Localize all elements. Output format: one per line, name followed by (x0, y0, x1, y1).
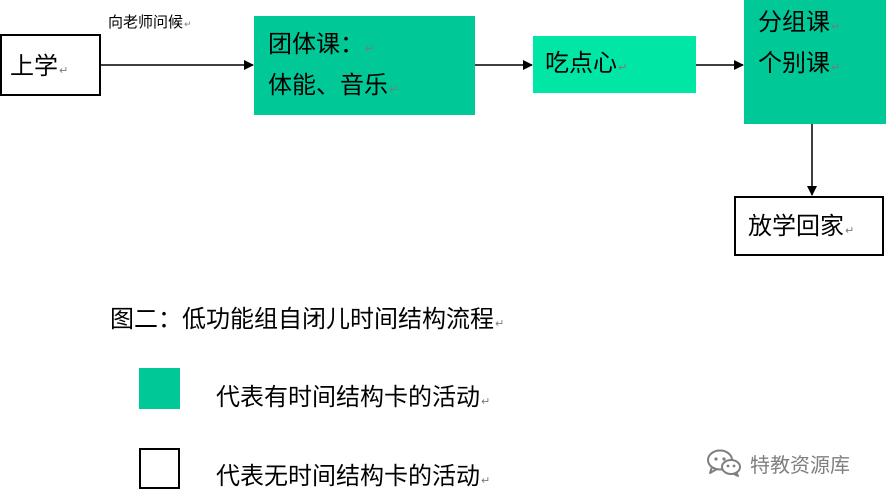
paragraph-mark: ↵ (59, 64, 69, 77)
node-group-class-line1: 团体课： (268, 30, 364, 58)
paragraph-mark: ↵ (481, 474, 491, 487)
watermark: 特教资源库 (706, 446, 850, 480)
paragraph-mark: ↵ (495, 317, 505, 330)
node-sub-class-line1: 分组课 (758, 8, 830, 36)
legend-label-green: 代表有时间结构卡的活动↵ (216, 383, 491, 411)
figure-caption: 图二：低功能组自闭儿时间结构流程↵ (110, 305, 505, 333)
node-end: 放学回家↵ (734, 196, 884, 256)
paragraph-mark: ↵ (618, 61, 628, 74)
node-sub-class-line2: 个别课 (758, 49, 830, 77)
paragraph-mark: ↵ (365, 42, 375, 55)
node-end-label: 放学回家 (748, 212, 844, 240)
paragraph-mark: ↵ (481, 395, 491, 408)
paragraph-mark: ↵ (184, 20, 192, 30)
legend-swatch-white (139, 448, 180, 489)
node-snack-label: 吃点心 (545, 49, 617, 77)
watermark-text: 特教资源库 (750, 452, 850, 477)
node-group-class-line2: 体能、音乐 (268, 71, 388, 99)
node-start: 上学↵ (0, 34, 101, 96)
node-snack: 吃点心↵ (533, 36, 696, 93)
paragraph-mark: ↵ (831, 61, 841, 74)
paragraph-mark: ↵ (831, 20, 841, 33)
wechat-icon (706, 448, 742, 478)
node-start-label: 上学 (10, 52, 58, 80)
legend-swatch-green (139, 368, 180, 409)
legend-label-white: 代表无时间结构卡的活动↵ (216, 462, 491, 490)
paragraph-mark: ↵ (845, 224, 855, 237)
node-sub-class: 分组课↵ 个别课↵ (744, 0, 886, 124)
greeting-label: 向老师问候↵ (108, 13, 192, 31)
node-group-class: 团体课：↵ 体能、音乐↵ (254, 16, 475, 115)
paragraph-mark: ↵ (389, 83, 399, 96)
